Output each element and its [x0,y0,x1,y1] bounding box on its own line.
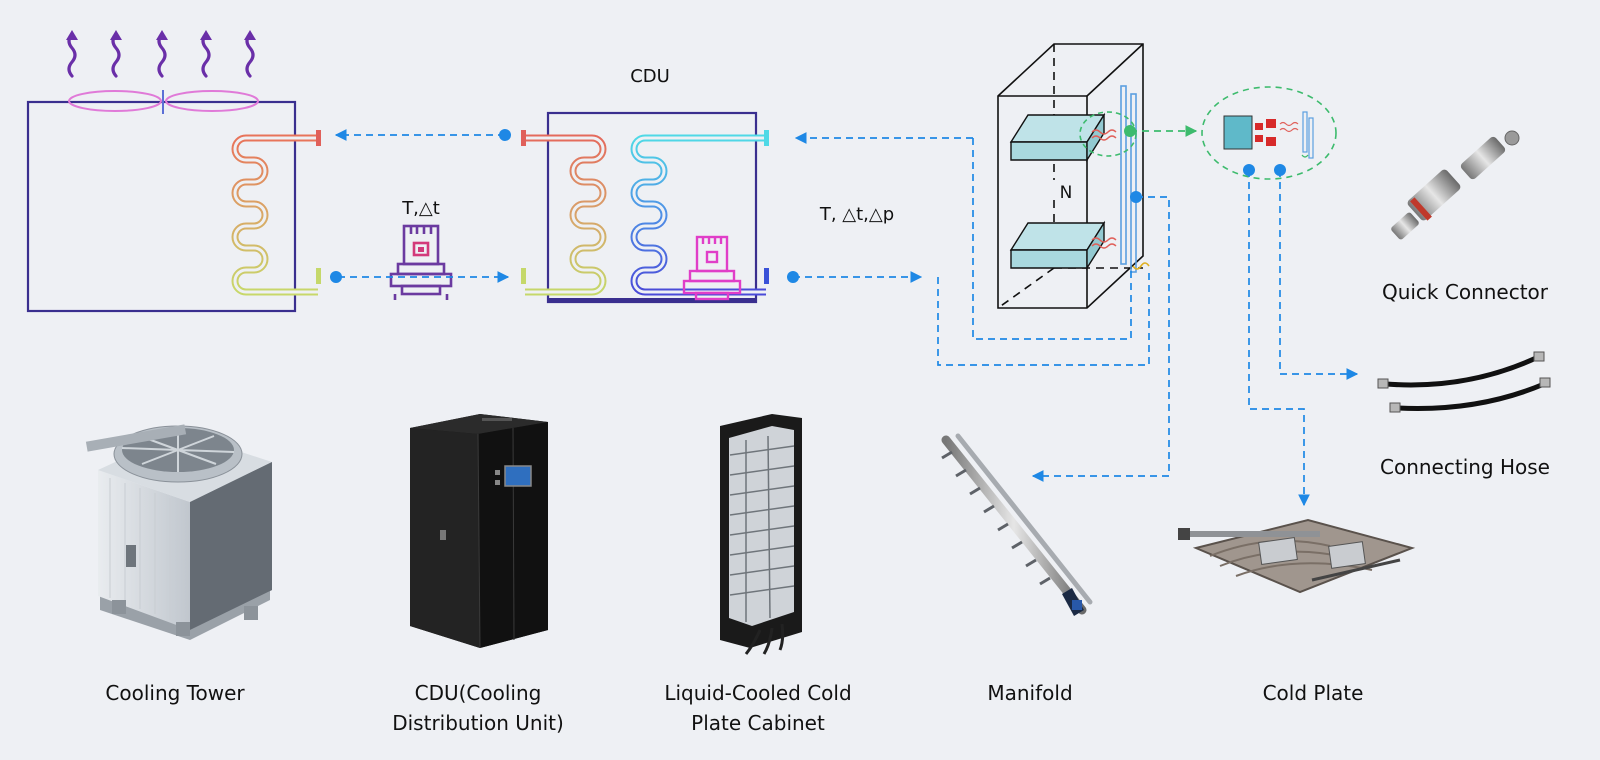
label-connecting-hose: Connecting Hose [1380,455,1550,479]
manifold-illustration [941,433,1093,616]
cooling-tower-illustration [85,424,272,640]
server-upper [1009,112,1106,163]
label-cdu: CDU(Cooling Distribution Unit) [392,681,564,735]
secondary-pump-icon [682,235,742,301]
server-lower [1009,220,1106,271]
label-cabinet: Liquid-Cooled Cold Plate Cabinet [664,681,852,735]
liquid-cooled-cabinet-illustration [720,414,802,655]
connection-detail-zoom [1201,86,1337,180]
cdu-schematic [521,111,769,304]
primary-sensor-label: T,△t [401,198,440,219]
heat-wave-icons [67,32,255,78]
label-cold-plate: Cold Plate [1262,681,1364,705]
rack-schematic [997,43,1144,309]
secondary-sensor-label: T, △t,△p [819,204,894,225]
label-manifold: Manifold [987,681,1073,705]
label-cooling-tower: Cooling Tower [105,681,245,705]
quick-connector-illustration [1391,130,1520,240]
cooling-tower-schematic [26,90,321,313]
rack-count-label: N [1060,183,1073,203]
flow-lines [334,129,1359,507]
connecting-hose-illustration [1377,351,1551,413]
label-quick-connector: Quick Connector [1381,280,1549,304]
cdu-title: CDU [630,66,670,87]
cdu-cabinet-illustration [410,414,548,649]
server-heat-icons [1091,129,1117,249]
flow-nodes [330,125,1286,283]
primary-pump-icon [389,224,453,300]
cold-plate-illustration [1178,518,1416,594]
rack-manifold-pipes [1120,85,1137,273]
